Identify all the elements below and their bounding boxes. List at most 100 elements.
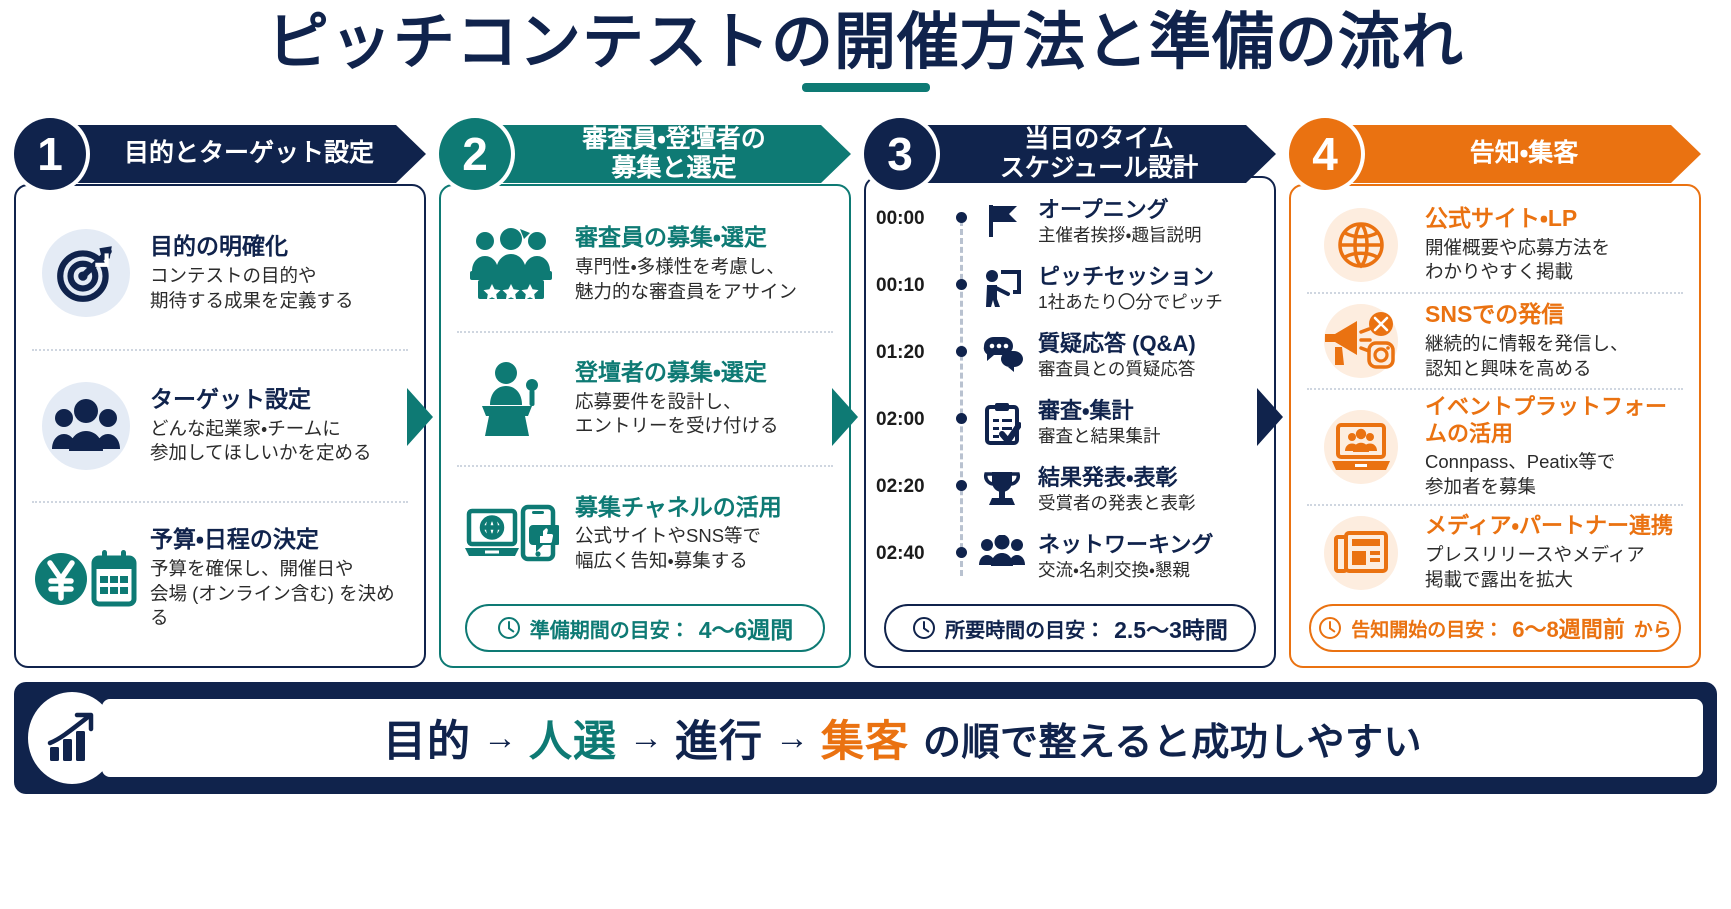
pill-label: 告知開始の目安： <box>1351 619 1504 641</box>
icon-slot <box>1309 515 1413 591</box>
status-badge-2: 準備期間の目安： 4〜6週間 <box>465 604 825 652</box>
feature-desc-line: 幅広く告知・募集する <box>575 549 748 571</box>
step-heading-1: 目的とターゲット設定 <box>123 139 374 168</box>
timeline-dot-slot <box>948 330 974 357</box>
newspaper-icon <box>1334 530 1388 573</box>
feature-title: メディア・パートナー連携 <box>1425 513 1673 539</box>
timeline-title: オープニング <box>1038 197 1169 222</box>
timeline-time: 02:20 <box>876 476 925 497</box>
timeline-text: 質疑応答 (Q&A) 審査員との質疑応答 <box>1030 330 1196 381</box>
feature-desc-line: どんな起業家・チームに <box>150 417 341 439</box>
timeline-time: 00:10 <box>876 275 925 296</box>
clock-icon <box>913 617 936 639</box>
summary-bar: 目的 → 人選 → 進行 → 集客 の順で整えると成功しやすい <box>14 682 1717 794</box>
icon-slot <box>974 196 1030 240</box>
timeline-text: 審査・集計 審査と結果集計 <box>1030 397 1161 448</box>
summary-word-2: 人選 <box>529 718 617 766</box>
trophy-icon <box>984 472 1020 505</box>
timeline-dot-slot <box>948 397 974 424</box>
feature-desc: 継続的に情報を発信し、 認知と興味を高める <box>1425 332 1629 382</box>
step-heading-3: 当日のタイム スケジュール設計 <box>1000 125 1198 184</box>
flag-icon <box>989 205 1017 237</box>
feature-desc-line: コンテストの目的や <box>150 264 317 286</box>
feature-desc-line: 認知と興味を高める <box>1425 357 1592 379</box>
feature-text: メディア・パートナー連携 プレスリリースやメディア 掲載で露出を拡大 <box>1425 513 1673 592</box>
feature-desc-line: Connpass、Peatix等で <box>1425 451 1616 473</box>
summary-badge <box>28 692 116 784</box>
timeline-title: 審査・集計 <box>1038 398 1134 423</box>
icon-slot <box>459 218 563 310</box>
timeline-time: 02:00 <box>876 409 925 430</box>
feature-list-4: 公式サイト・LP 開催概要や応募方法を わかりやすく掲載 <box>1307 198 1683 600</box>
status-badge-4: 告知開始の目安： 6〜8週間前 から <box>1309 604 1681 652</box>
feature-desc-line: 開催概要や応募方法を <box>1425 236 1611 258</box>
step-header-bar-4: 告知・集客 <box>1333 125 1701 183</box>
feature-text: 募集チャネルの活用 公式サイトやSNS等で 幅広く告知・募集する <box>575 494 782 574</box>
timeline-text: ピッチセッション 1社あたり〇分でピッチ <box>1030 263 1223 314</box>
timeline-title: 結果発表・表彰 <box>1038 465 1178 490</box>
step-card-2: 審査員の募集・選定 専門性・多様性を考慮し、 魅力的な審査員をアサイン <box>439 184 851 668</box>
step-card-4: 公式サイト・LP 開催概要や応募方法を わかりやすく掲載 <box>1289 184 1701 668</box>
yen-calendar-icon <box>35 549 137 607</box>
timeline-dot-slot <box>948 263 974 290</box>
icon-slot <box>1309 409 1413 485</box>
step-header-bar-2: 審査員・登壇者の 募集と選定 <box>483 125 851 183</box>
steps-row: 目的とターゲット設定 1 <box>14 118 1717 668</box>
feature-text: イベントプラットフォームの活用 Connpass、Peatix等で 参加者を募集 <box>1425 394 1681 499</box>
feature-list-2: 審査員の募集・選定 専門性・多様性を考慮し、 魅力的な審査員をアサイン <box>457 198 833 600</box>
icon-slot <box>974 464 1030 508</box>
timeline-time: 01:20 <box>876 342 925 363</box>
icon-slot <box>459 353 563 445</box>
step-heading-line: 募集と選定 <box>611 154 737 182</box>
timeline-list: 00:00 オープニング 主催者挨拶・趣旨説明 00:10 <box>876 190 1264 600</box>
summary-arrow-3: → <box>775 718 809 757</box>
step-number-4: 4 <box>1312 128 1338 180</box>
feature-title: 募集チャネルの活用 <box>575 493 782 520</box>
feature-desc: 応募要件を設計し、 エントリーを受け付ける <box>575 390 779 440</box>
feature-desc: 開催概要や応募方法を わかりやすく掲載 <box>1425 236 1610 286</box>
list-item: メディア・パートナー連携 プレスリリースやメディア 掲載で露出を拡大 <box>1307 503 1683 600</box>
feature-desc-line: 専門性・多様性を考慮し、 <box>575 255 785 277</box>
icon-slot <box>459 488 563 580</box>
list-item: 予算・日程の決定 予算を確保し、開催日や 会場 (オンライン含む) を決める <box>32 501 408 654</box>
page-header: ピッチコンテストの開催方法と準備の流れ <box>0 0 1731 93</box>
pill-label: 所要時間の目安： <box>945 619 1106 642</box>
feature-title: 登壇者の募集・選定 <box>575 358 767 385</box>
people-group-icon <box>52 399 120 451</box>
step-card-3: 00:00 オープニング 主催者挨拶・趣旨説明 00:10 <box>864 176 1276 668</box>
summary-word-4: 集客 <box>821 718 909 766</box>
step-header-4: 告知・集客 4 <box>1289 118 1701 190</box>
summary-tail: の順で整えると成功しやすい <box>923 721 1422 764</box>
timeline-desc: 受賞者の発表と表彰 <box>1038 493 1196 514</box>
page-title: ピッチコンテストの開催方法と準備の流れ <box>266 8 1464 77</box>
list-item: 01:20 質疑応答 (Q&A) 審査員との質疑応答 <box>876 330 1264 397</box>
feature-title: 審査員の募集・選定 <box>575 224 767 251</box>
timeline-dot <box>955 480 967 491</box>
feature-desc: どんな起業家・チームに 参加してほしいかを定める <box>150 417 371 467</box>
laptop-audience-icon <box>1332 423 1390 471</box>
clock-icon <box>1319 617 1342 639</box>
feature-text: 審査員の募集・選定 専門性・多様性を考慮し、 魅力的な審査員をアサイン <box>575 224 797 304</box>
feature-text: 目的の明確化 コンテストの目的や 期待する成果を定義する <box>150 233 354 313</box>
feature-title: 目的の明確化 <box>150 233 288 260</box>
icon-disc <box>42 382 130 470</box>
icon-slot <box>1309 207 1413 283</box>
feature-text: 登壇者の募集・選定 応募要件を設計し、 エントリーを受け付ける <box>575 359 779 439</box>
timeline-dot <box>955 547 967 558</box>
feature-desc-line: 参加してほしいかを定める <box>150 442 372 464</box>
step-card-1: 目的の明確化 コンテストの目的や 期待する成果を定義する <box>14 184 426 668</box>
feature-text: ターゲット設定 どんな起業家・チームに 参加してほしいかを定める <box>150 386 371 466</box>
step-number-badge-1: 1 <box>14 118 86 190</box>
pill-value: 2.5〜3時間 <box>1114 617 1228 643</box>
icon-slot <box>974 263 1030 309</box>
list-item: SNSでの発信 継続的に情報を発信し、 認知と興味を高める <box>1307 292 1683 388</box>
step-column-4: 告知・集客 4 <box>1257 118 1701 668</box>
step-header-bar-3: 当日のタイム スケジュール設計 <box>908 125 1276 183</box>
globe-icon <box>1338 222 1384 269</box>
list-item: 登壇者の募集・選定 応募要件を設計し、 エントリーを受け付ける <box>457 330 833 466</box>
step-heading-2: 審査員・登壇者の 募集と選定 <box>582 125 766 184</box>
step-column-1: 目的とターゲット設定 1 <box>14 118 426 668</box>
podium-speaker-icon <box>482 362 538 436</box>
timeline-axis <box>960 220 963 576</box>
step-column-2: 審査員・登壇者の 募集と選定 2 <box>407 118 851 668</box>
